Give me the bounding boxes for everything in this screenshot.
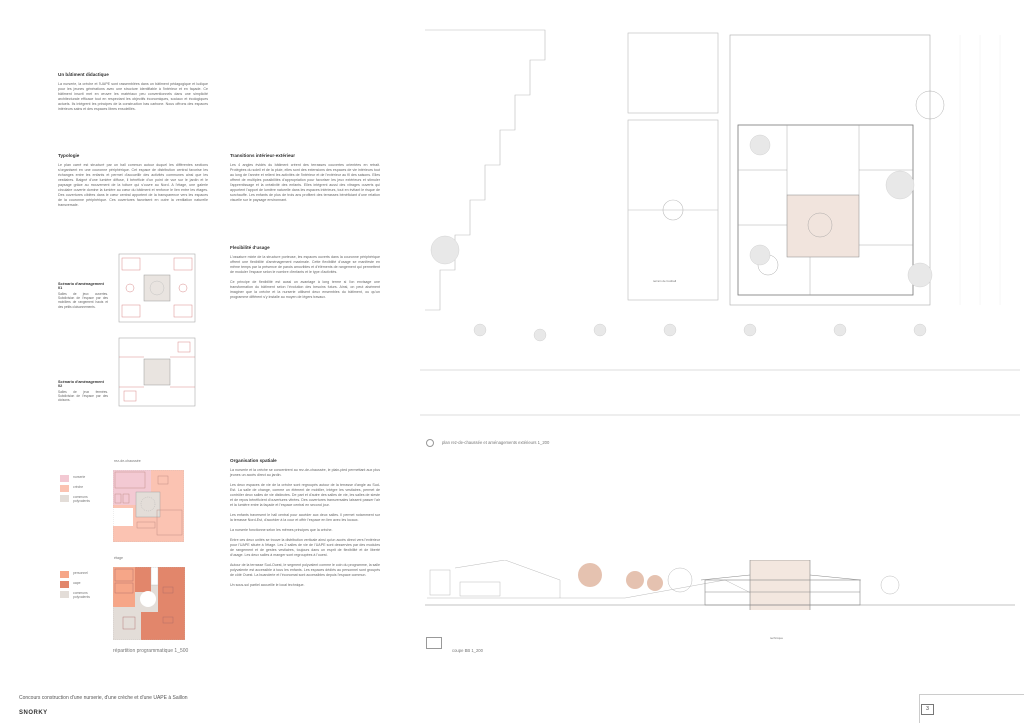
intro-title: Un bâtiment didactique: [58, 72, 109, 77]
legend-upper: personnel uape communs polyvalents: [60, 571, 101, 602]
legend-item: nurserie: [60, 475, 101, 482]
level-2-label: étage: [114, 556, 123, 560]
transitions-title: Transitions intérieur-extérieur: [230, 153, 296, 158]
football-field-label: terrain de football: [653, 279, 677, 283]
upper-floor-program-plan: [113, 567, 185, 640]
scenario-1-text: Salles de jeux ouvertes. Subdivision de …: [58, 292, 108, 309]
scenario-1-caption: Scénario d'aménagement 01 Salles de jeux…: [58, 282, 108, 314]
page-box: [919, 694, 1024, 723]
legend-label: nurserie: [73, 475, 86, 479]
legend-label: uape: [73, 581, 81, 585]
legend-label: communs polyvalents: [73, 495, 90, 503]
footer-title: Concours construction d'une nurserie, d'…: [19, 695, 188, 701]
organisation-text: Autour de la terrasse Sud-Ouest, le segm…: [230, 563, 381, 577]
ground-floor-program-plan: [113, 470, 184, 542]
organisation-section: Organisation spatiale La nurserie et la …: [230, 458, 380, 593]
typologie-title: Typologie: [58, 153, 80, 158]
section-caption: coupe BB 1_200: [452, 648, 483, 653]
plan-caption: plan rez-de-chaussée et aménagements ext…: [442, 440, 550, 445]
legend-item: personnel: [60, 571, 101, 578]
brand-logo: SNORKY: [19, 710, 48, 716]
legend-label: personnel: [73, 571, 88, 575]
legend-ground: nurserie crèche communs polyvalents: [60, 475, 101, 506]
page-number: 3: [921, 704, 934, 715]
legend-item: communs polyvalents: [60, 495, 101, 503]
legend-label: crèche: [73, 485, 84, 489]
level-1-label: rez-de-chaussée: [114, 459, 141, 463]
north-arrow-icon: [426, 439, 434, 447]
section-technique-label: technique: [770, 636, 784, 640]
organisation-title: Organisation spatiale: [230, 458, 277, 463]
flexibilite-section: Flexibilité d'usage L'ossature mixte de …: [230, 245, 380, 305]
intro-text: La nurserie, la crèche et l'UAPE sont ra…: [58, 82, 208, 111]
intro-section: Un bâtiment didactique La nurserie, la c…: [58, 72, 208, 117]
scenario-1-plan: [118, 253, 196, 323]
repartition-caption: répartition programmatique 1_500: [113, 648, 189, 654]
scenario-2-plan: [118, 337, 196, 407]
flexibilite-text-2: Ce principe de flexibilité est aussi un …: [230, 280, 380, 299]
organisation-text: Entre ces deux unités se trouve la distr…: [230, 538, 380, 557]
scenario-2-text: Salles de jeux fermées. Subdivision de l…: [58, 390, 108, 403]
site-plan: [420, 29, 1020, 416]
organisation-text: La nurserie fonctionne selon les mêmes p…: [230, 528, 333, 532]
section-icon: [426, 637, 442, 649]
legend-item: crèche: [60, 485, 101, 492]
organisation-text: La nurserie et la crèche se concentrent …: [230, 468, 380, 477]
typologie-text: Le plan carré est structuré par un hall …: [58, 163, 208, 207]
organisation-text: Les deux espaces de vie de la crèche son…: [230, 483, 380, 507]
transitions-text: Les 4 angles évidés du bâtiment créent d…: [230, 163, 380, 202]
legend-item: uape: [60, 581, 101, 588]
section-bb: [425, 560, 1015, 610]
scenario-2-caption: Scénario d'aménagement 02 Salles de jeux…: [58, 380, 108, 408]
typologie-section: Typologie Le plan carré est structuré pa…: [58, 153, 208, 213]
organisation-text: Un sous-sol partiel accueille le local t…: [230, 583, 305, 587]
flexibilite-text: L'ossature mixte de la structure porteus…: [230, 255, 380, 274]
legend-label: communs polyvalents: [73, 591, 90, 599]
organisation-text: Les enfants traversent le hall central p…: [230, 513, 380, 522]
legend-item: communs polyvalents: [60, 591, 101, 599]
scenario-2-title: Scénario d'aménagement 02: [58, 380, 104, 388]
flexibilite-title: Flexibilité d'usage: [230, 245, 270, 250]
transitions-section: Transitions intérieur-extérieur Les 4 an…: [230, 153, 380, 208]
scenario-1-title: Scénario d'aménagement 01: [58, 282, 104, 290]
